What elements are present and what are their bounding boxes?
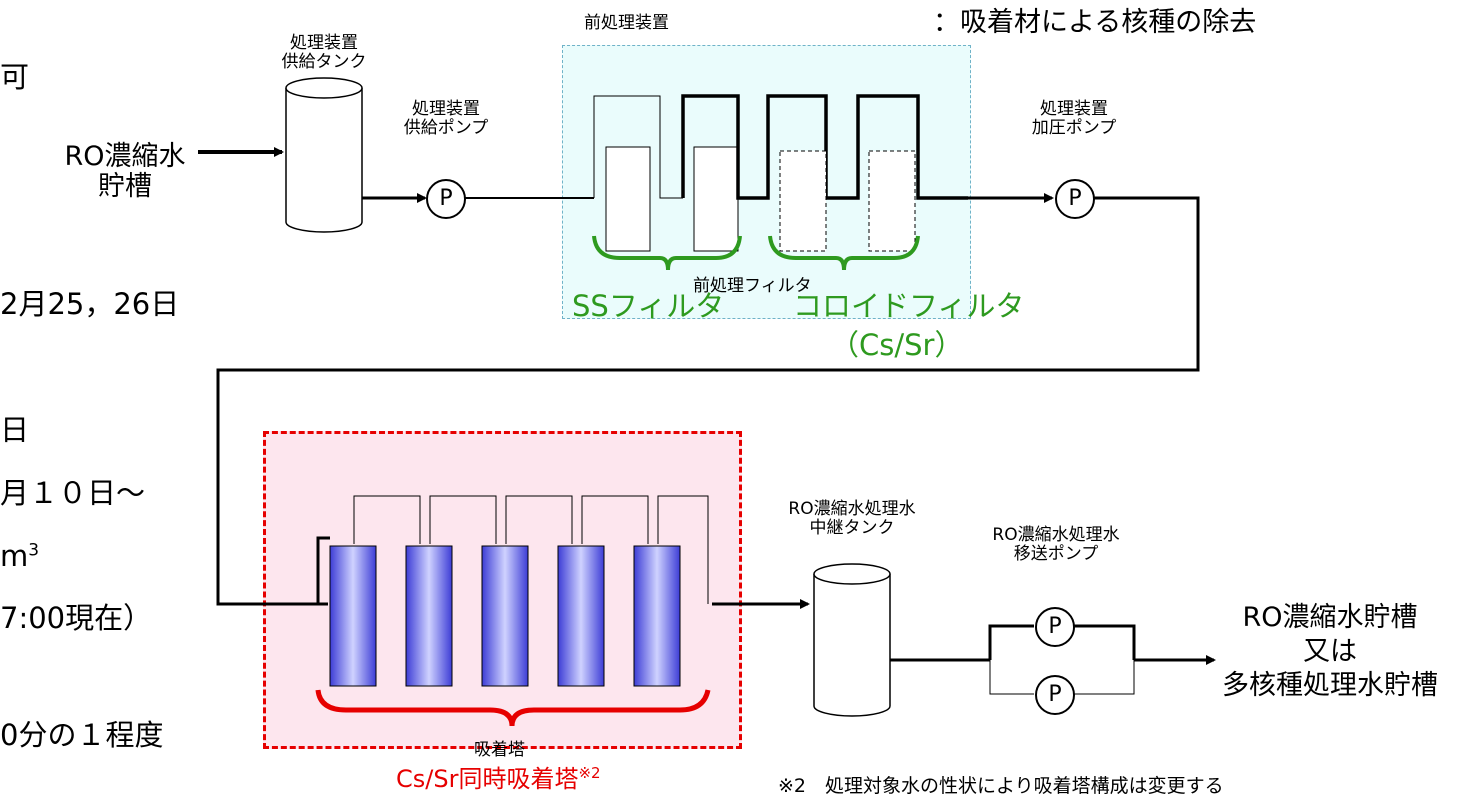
pretreatment-title: 前処理装置 <box>584 13 669 33</box>
adsorption-caption: Cs/Sr同時吸着塔※2 <box>396 765 601 792</box>
left-fragment-2: 2月25，26日 <box>0 287 180 321</box>
transfer-pump-line1: RO濃縮水処理水 <box>992 525 1120 545</box>
adsorption-tower-label: 吸着塔 <box>474 740 525 760</box>
pressure-pump-icon: P <box>1055 179 1095 219</box>
ro-tank-inlet-label: RO濃縮水 貯槽 <box>55 142 195 201</box>
legend-text: ：吸着材による核種の除去 <box>933 7 1257 38</box>
transfer-pump-label: RO濃縮水処理水 移送ポンプ <box>966 526 1146 563</box>
transfer-pump-lower-icon: P <box>1035 675 1075 715</box>
pressure-pump-label: 処理装置 加圧ポンプ <box>1014 100 1134 137</box>
adsorption-caption-text: Cs/Sr同時吸着塔 <box>396 765 579 793</box>
supply-tank-line1: 処理装置 <box>290 33 358 53</box>
adsorption-caption-sup: ※2 <box>578 764 601 782</box>
colloid-filter-label: コロイドフィルタ <box>793 289 1025 323</box>
prefilter-label: 前処理フィルタ <box>693 276 812 296</box>
left-fragment-5-text: m <box>0 539 29 573</box>
pressure-pump-line1: 処理装置 <box>1040 99 1108 119</box>
transfer-pump-line2: 移送ポンプ <box>1013 543 1099 564</box>
left-fragment-1: 可 <box>0 60 30 94</box>
left-fragment-4: 月１０日～ <box>0 476 146 510</box>
relay-tank-line1: RO濃縮水処理水 <box>788 499 916 519</box>
supply-tank-line2: 供給タンク <box>281 51 367 72</box>
outlet-line3: 多核種処理水貯槽 <box>1222 669 1438 701</box>
transfer-pump-upper-icon: P <box>1035 607 1075 647</box>
footnote: ※2 処理対象水の性状により吸着塔構成は変更する <box>778 775 1224 795</box>
ro-tank-inlet-line2: 貯槽 <box>98 170 152 202</box>
supply-pump-line2: 供給ポンプ <box>403 117 489 138</box>
left-fragment-3: 日 <box>0 413 30 447</box>
left-fragment-5: m3 <box>0 539 40 573</box>
relay-tank-line2: 中継タンク <box>809 517 895 538</box>
pressure-pump-line2: 加圧ポンプ <box>1031 117 1117 138</box>
ro-tank-inlet-line1: RO濃縮水 <box>64 141 186 172</box>
outlet-label: RO濃縮水貯槽 又は 多核種処理水貯槽 <box>1180 601 1480 702</box>
supply-pump-label: 処理装置 供給ポンプ <box>386 100 506 137</box>
supply-tank-label: 処理装置 供給タンク <box>264 34 384 71</box>
left-fragment-7: 0分の１程度 <box>0 718 164 752</box>
ss-filter-label: SSフィルタ <box>572 289 725 323</box>
colloid-filter-sub: （Cs/Sr） <box>830 328 964 362</box>
supply-pump-line1: 処理装置 <box>412 99 480 119</box>
left-fragment-6: 7:00現在） <box>0 601 153 635</box>
outlet-line1: RO濃縮水貯槽 <box>1242 602 1418 633</box>
supply-pump-icon: P <box>426 179 466 219</box>
relay-tank-label: RO濃縮水処理水 中継タンク <box>762 500 942 537</box>
outlet-line2: 又は <box>1303 635 1357 667</box>
left-fragment-5-sup: 3 <box>28 540 40 561</box>
